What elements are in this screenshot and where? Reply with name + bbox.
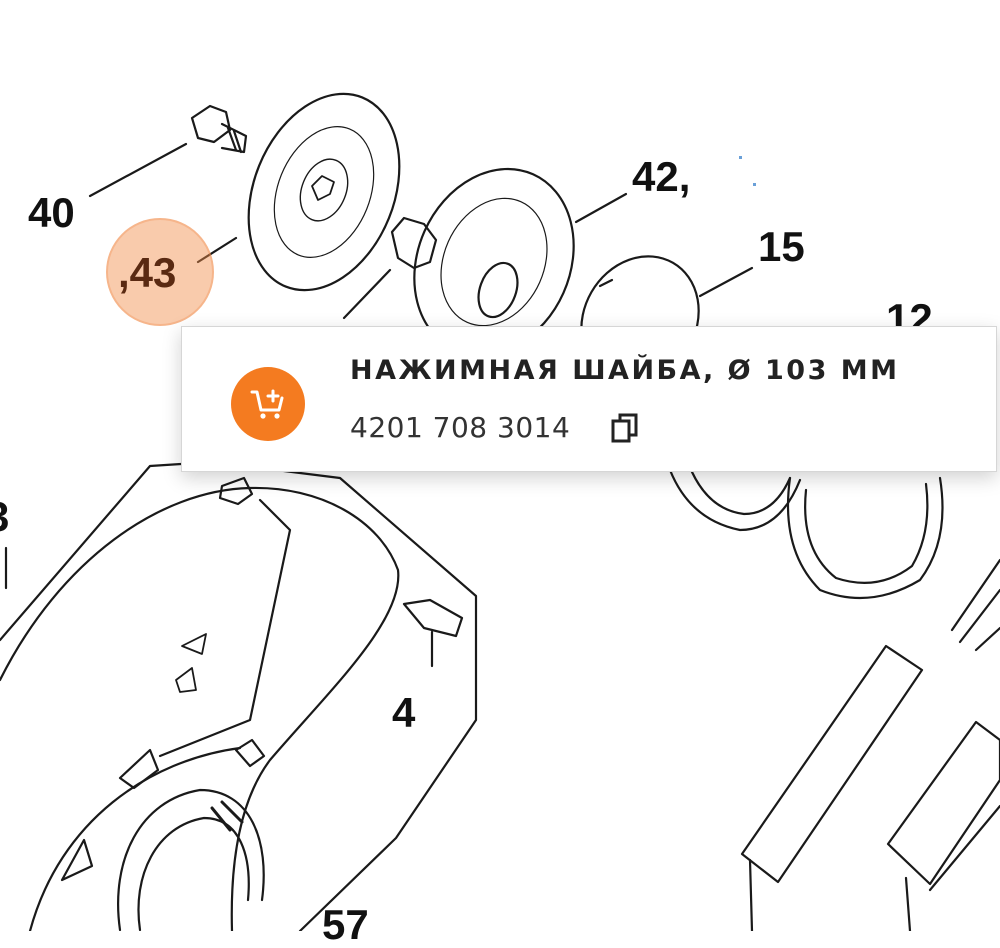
copy-icon — [611, 413, 638, 443]
support-bars-right — [740, 558, 1000, 931]
part-tooltip: НАЖИМНАЯ ШАЙБА, Ø 103 ММ 4201 708 3014 — [181, 326, 997, 472]
bolt-part — [190, 104, 248, 154]
speck — [739, 156, 742, 159]
add-to-cart-button[interactable] — [231, 367, 305, 441]
leader-line-42 — [574, 192, 628, 224]
callout-3[interactable]: 3 — [0, 496, 9, 538]
callout-42[interactable]: 42, — [632, 153, 691, 200]
belt-guard-housing — [0, 460, 478, 931]
part-number: 4201 708 3014 — [350, 411, 571, 444]
pressure-washer-part — [247, 92, 401, 292]
callout-40[interactable]: 40 — [28, 189, 75, 236]
leader-line-15 — [698, 266, 754, 298]
ring-parts-right — [668, 468, 944, 600]
add-to-cart-icon — [250, 389, 284, 419]
part-title: НАЖИМНАЯ ШАЙБА, Ø 103 ММ — [350, 355, 900, 386]
callout-15[interactable]: 15 — [758, 223, 805, 270]
speck — [753, 183, 756, 186]
lock-washer-part — [390, 216, 438, 270]
callout-57[interactable]: 57 — [322, 901, 369, 948]
copy-part-number-button[interactable] — [609, 411, 643, 447]
callout-4[interactable]: 4 — [392, 689, 416, 736]
selected-part-hotspot[interactable] — [106, 218, 214, 326]
callout-43[interactable]: ,43 — [118, 249, 177, 296]
leader-line-40 — [88, 142, 188, 198]
